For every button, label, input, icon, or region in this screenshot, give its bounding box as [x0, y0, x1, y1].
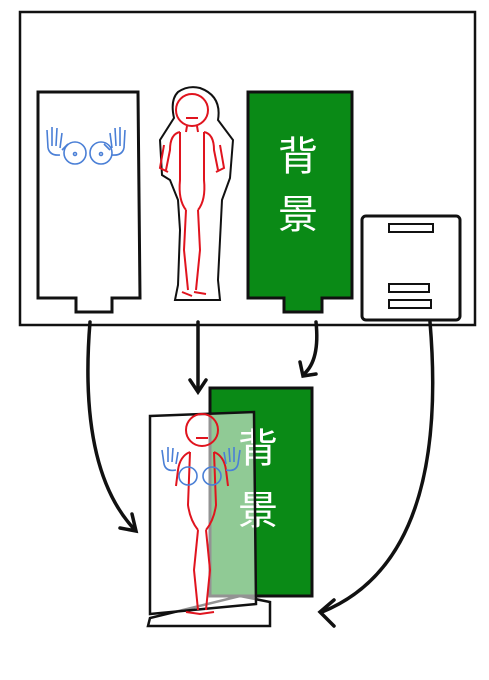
assembled-stand: 背 景: [146, 386, 314, 628]
base-slot-2: [388, 283, 430, 293]
background-plate: 背 景: [246, 90, 354, 314]
arrow-hands: [86, 320, 137, 532]
background-char-bottom: 景: [278, 192, 318, 238]
hands-plate: [36, 90, 142, 314]
red-figure-sketch-icon: [158, 93, 226, 297]
base-slot-1: [388, 223, 434, 233]
base-plate: [360, 214, 462, 322]
blue-hands-sketch-icon: [46, 127, 126, 165]
background-char-top: 背: [278, 134, 318, 180]
base-slot-3: [388, 299, 432, 309]
arrow-base: [320, 320, 435, 614]
figure-plate: [158, 86, 235, 301]
arrow-background: [302, 320, 319, 376]
parts-frame: [18, 10, 477, 327]
arrows: [86, 320, 435, 628]
